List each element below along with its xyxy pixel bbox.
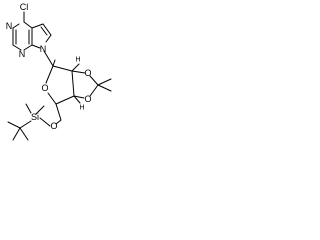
bond — [23, 44, 33, 51]
bond — [42, 23, 52, 36]
atom-label-o: O — [41, 83, 48, 93]
acetonide-ring — [71, 70, 112, 99]
bond — [12, 44, 22, 51]
bond — [45, 34, 52, 43]
bond — [71, 70, 86, 74]
bond — [19, 127, 29, 141]
atom-label-n: N — [6, 21, 13, 31]
atom-label-cl: Cl — [20, 2, 29, 12]
silyl-ether-chain — [7, 103, 62, 141]
atom-label-o: O — [50, 121, 57, 131]
bond — [31, 44, 41, 49]
atom-label-h: H — [75, 57, 80, 64]
bond — [23, 21, 33, 29]
bond — [52, 59, 56, 67]
bond — [25, 103, 32, 114]
bond — [31, 23, 44, 29]
bond — [55, 119, 62, 125]
bond — [71, 70, 75, 97]
atom-label-h: H — [79, 105, 84, 112]
chemical-structure-diagram: Cl N N N O O O O Si H H — [6, 2, 112, 141]
bond — [52, 65, 73, 72]
bond — [55, 95, 75, 105]
bond — [35, 105, 45, 115]
bond — [40, 26, 48, 36]
bond — [55, 103, 62, 121]
bond — [12, 127, 21, 141]
bond — [71, 63, 80, 72]
bond — [89, 84, 99, 97]
ribose-ring — [45, 65, 75, 105]
atom-label-n: N — [19, 49, 26, 59]
bond — [89, 75, 99, 86]
pyrrole-ring — [31, 23, 52, 49]
atom-label-n: N — [40, 44, 47, 54]
bond — [45, 65, 54, 84]
bond — [73, 95, 85, 99]
atom-label-si: Si — [31, 112, 39, 122]
bond — [12, 23, 20, 29]
pyrimidine-ring — [12, 21, 33, 51]
bond — [73, 95, 81, 104]
bond — [19, 120, 32, 129]
bond — [43, 50, 54, 67]
bond — [97, 78, 112, 86]
atom-label-o: O — [84, 94, 91, 104]
bond — [97, 84, 112, 92]
atom-label-o: O — [84, 68, 91, 78]
bond — [7, 121, 21, 129]
bond — [47, 92, 57, 105]
bond — [39, 117, 51, 127]
